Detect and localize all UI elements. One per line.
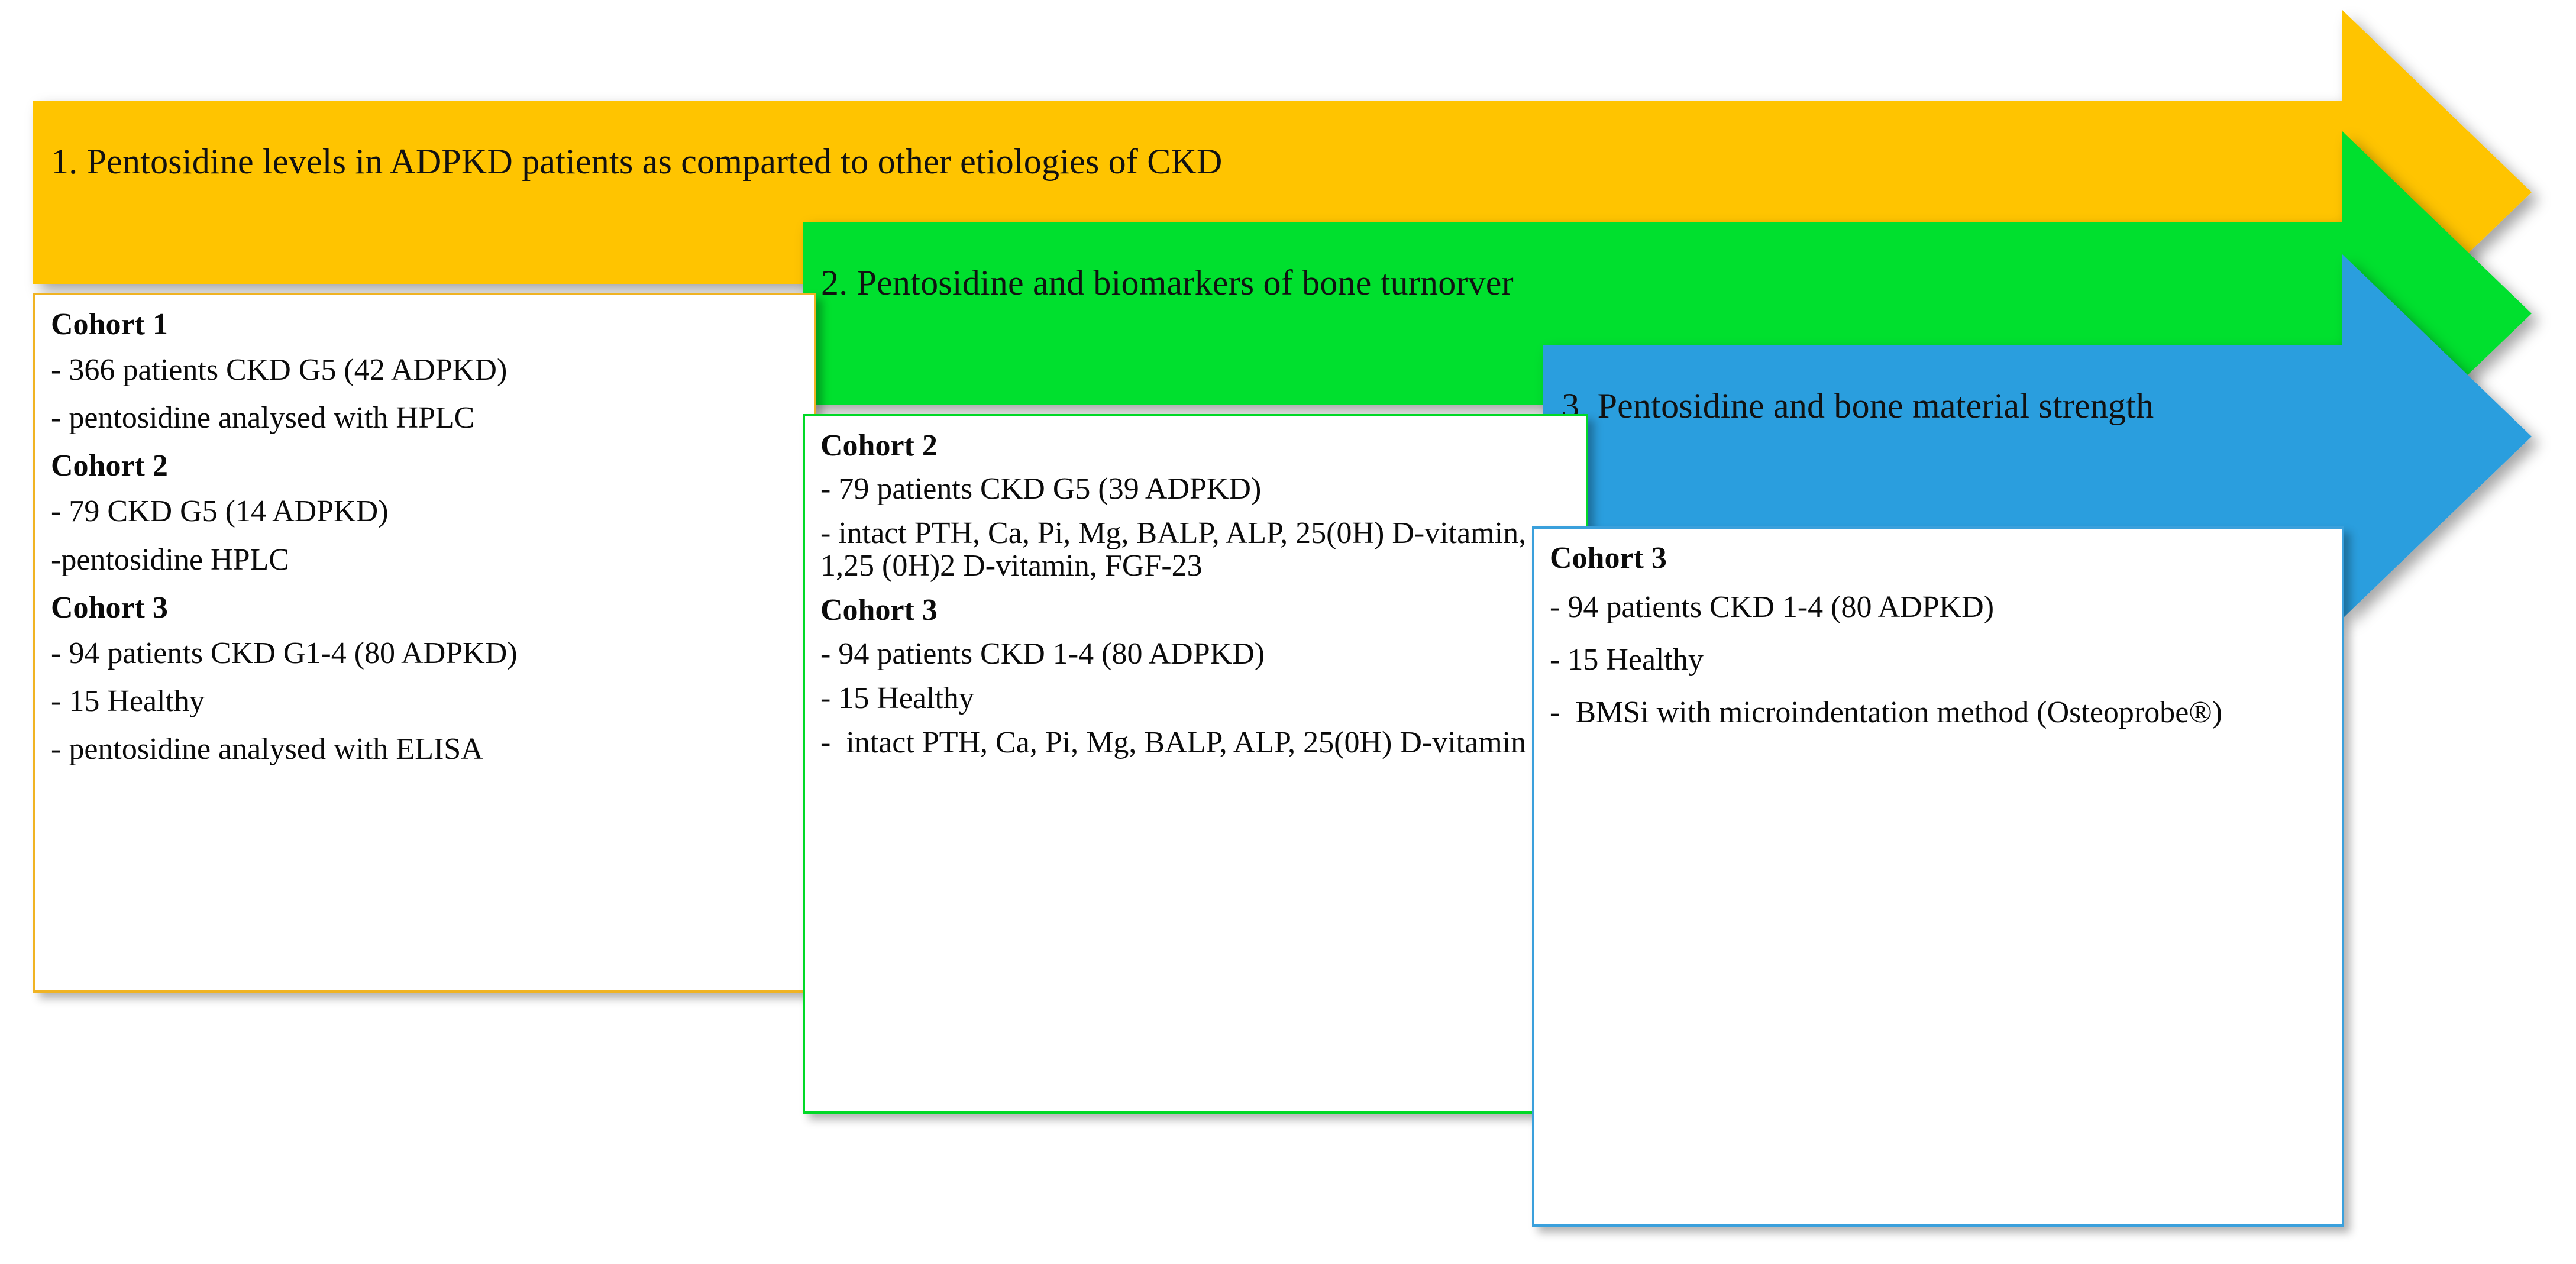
box-1-line-8: - 15 Healthy [51,684,205,718]
box-1-line-9: - pentosidine analysed with ELISA [51,732,483,766]
box-1-line-2: - pentosidine analysed with HPLC [51,401,475,435]
box-1-line-0: Cohort 1 [51,308,168,341]
box-1-line-1: - 366 patients CKD G5 (42 ADPKD) [51,353,508,387]
box-2-line-0: Cohort 2 [820,429,938,463]
content-box-3: Cohort 3 - 94 patients CKD 1-4 (80 ADPKD… [1532,526,2344,1227]
box-3-lines: Cohort 3 - 94 patients CKD 1-4 (80 ADPKD… [1550,542,2326,729]
box-3-line-2: - 15 Healthy [1550,643,1704,677]
box-3-line-3: - BMSi with microindentation method (Ost… [1550,696,2223,730]
content-box-1: Cohort 1 - 366 patients CKD G5 (42 ADPKD… [33,293,816,993]
box-2-line-5: - 15 Healthy [820,681,974,715]
box-2-line-4: - 94 patients CKD 1-4 (80 ADPKD) [820,636,1265,671]
arrow-label-1: 1. Pentosidine levels in ADPKD patients … [51,142,1223,181]
box-2-line-3: Cohort 3 [820,593,938,628]
arrow-label-2: 2. Pentosidine and biomarkers of bone tu… [821,263,1514,302]
box-3-line-0: Cohort 3 [1550,541,1667,575]
arrow-label-3: 3. Pentosidine and bone material strengt… [1562,386,2154,425]
box-1-lines: Cohort 1 - 366 patients CKD G5 (42 ADPKD… [51,308,799,765]
content-box-2: Cohort 2 - 79 patients CKD G5 (39 ADPKD)… [803,414,1588,1114]
box-1-line-6: Cohort 3 [51,590,168,625]
box-2-lines: Cohort 2 - 79 patients CKD G5 (39 ADPKD)… [820,429,1570,759]
box-2-line-2: - intact PTH, Ca, Pi, Mg, BALP, ALP, 25(… [820,516,1534,583]
box-1-line-4: - 79 CKD G5 (14 ADPKD) [51,494,389,529]
box-1-line-3: Cohort 2 [51,449,168,483]
box-1-line-7: - 94 patients CKD G1-4 (80 ADPKD) [51,636,518,670]
box-2-line-6: - intact PTH, Ca, Pi, Mg, BALP, ALP, 25(… [820,725,1527,759]
box-1-line-5: -pentosidine HPLC [51,542,289,577]
box-2-line-1: - 79 patients CKD G5 (39 ADPKD) [820,472,1262,506]
box-3-line-1: - 94 patients CKD 1-4 (80 ADPKD) [1550,590,1995,625]
